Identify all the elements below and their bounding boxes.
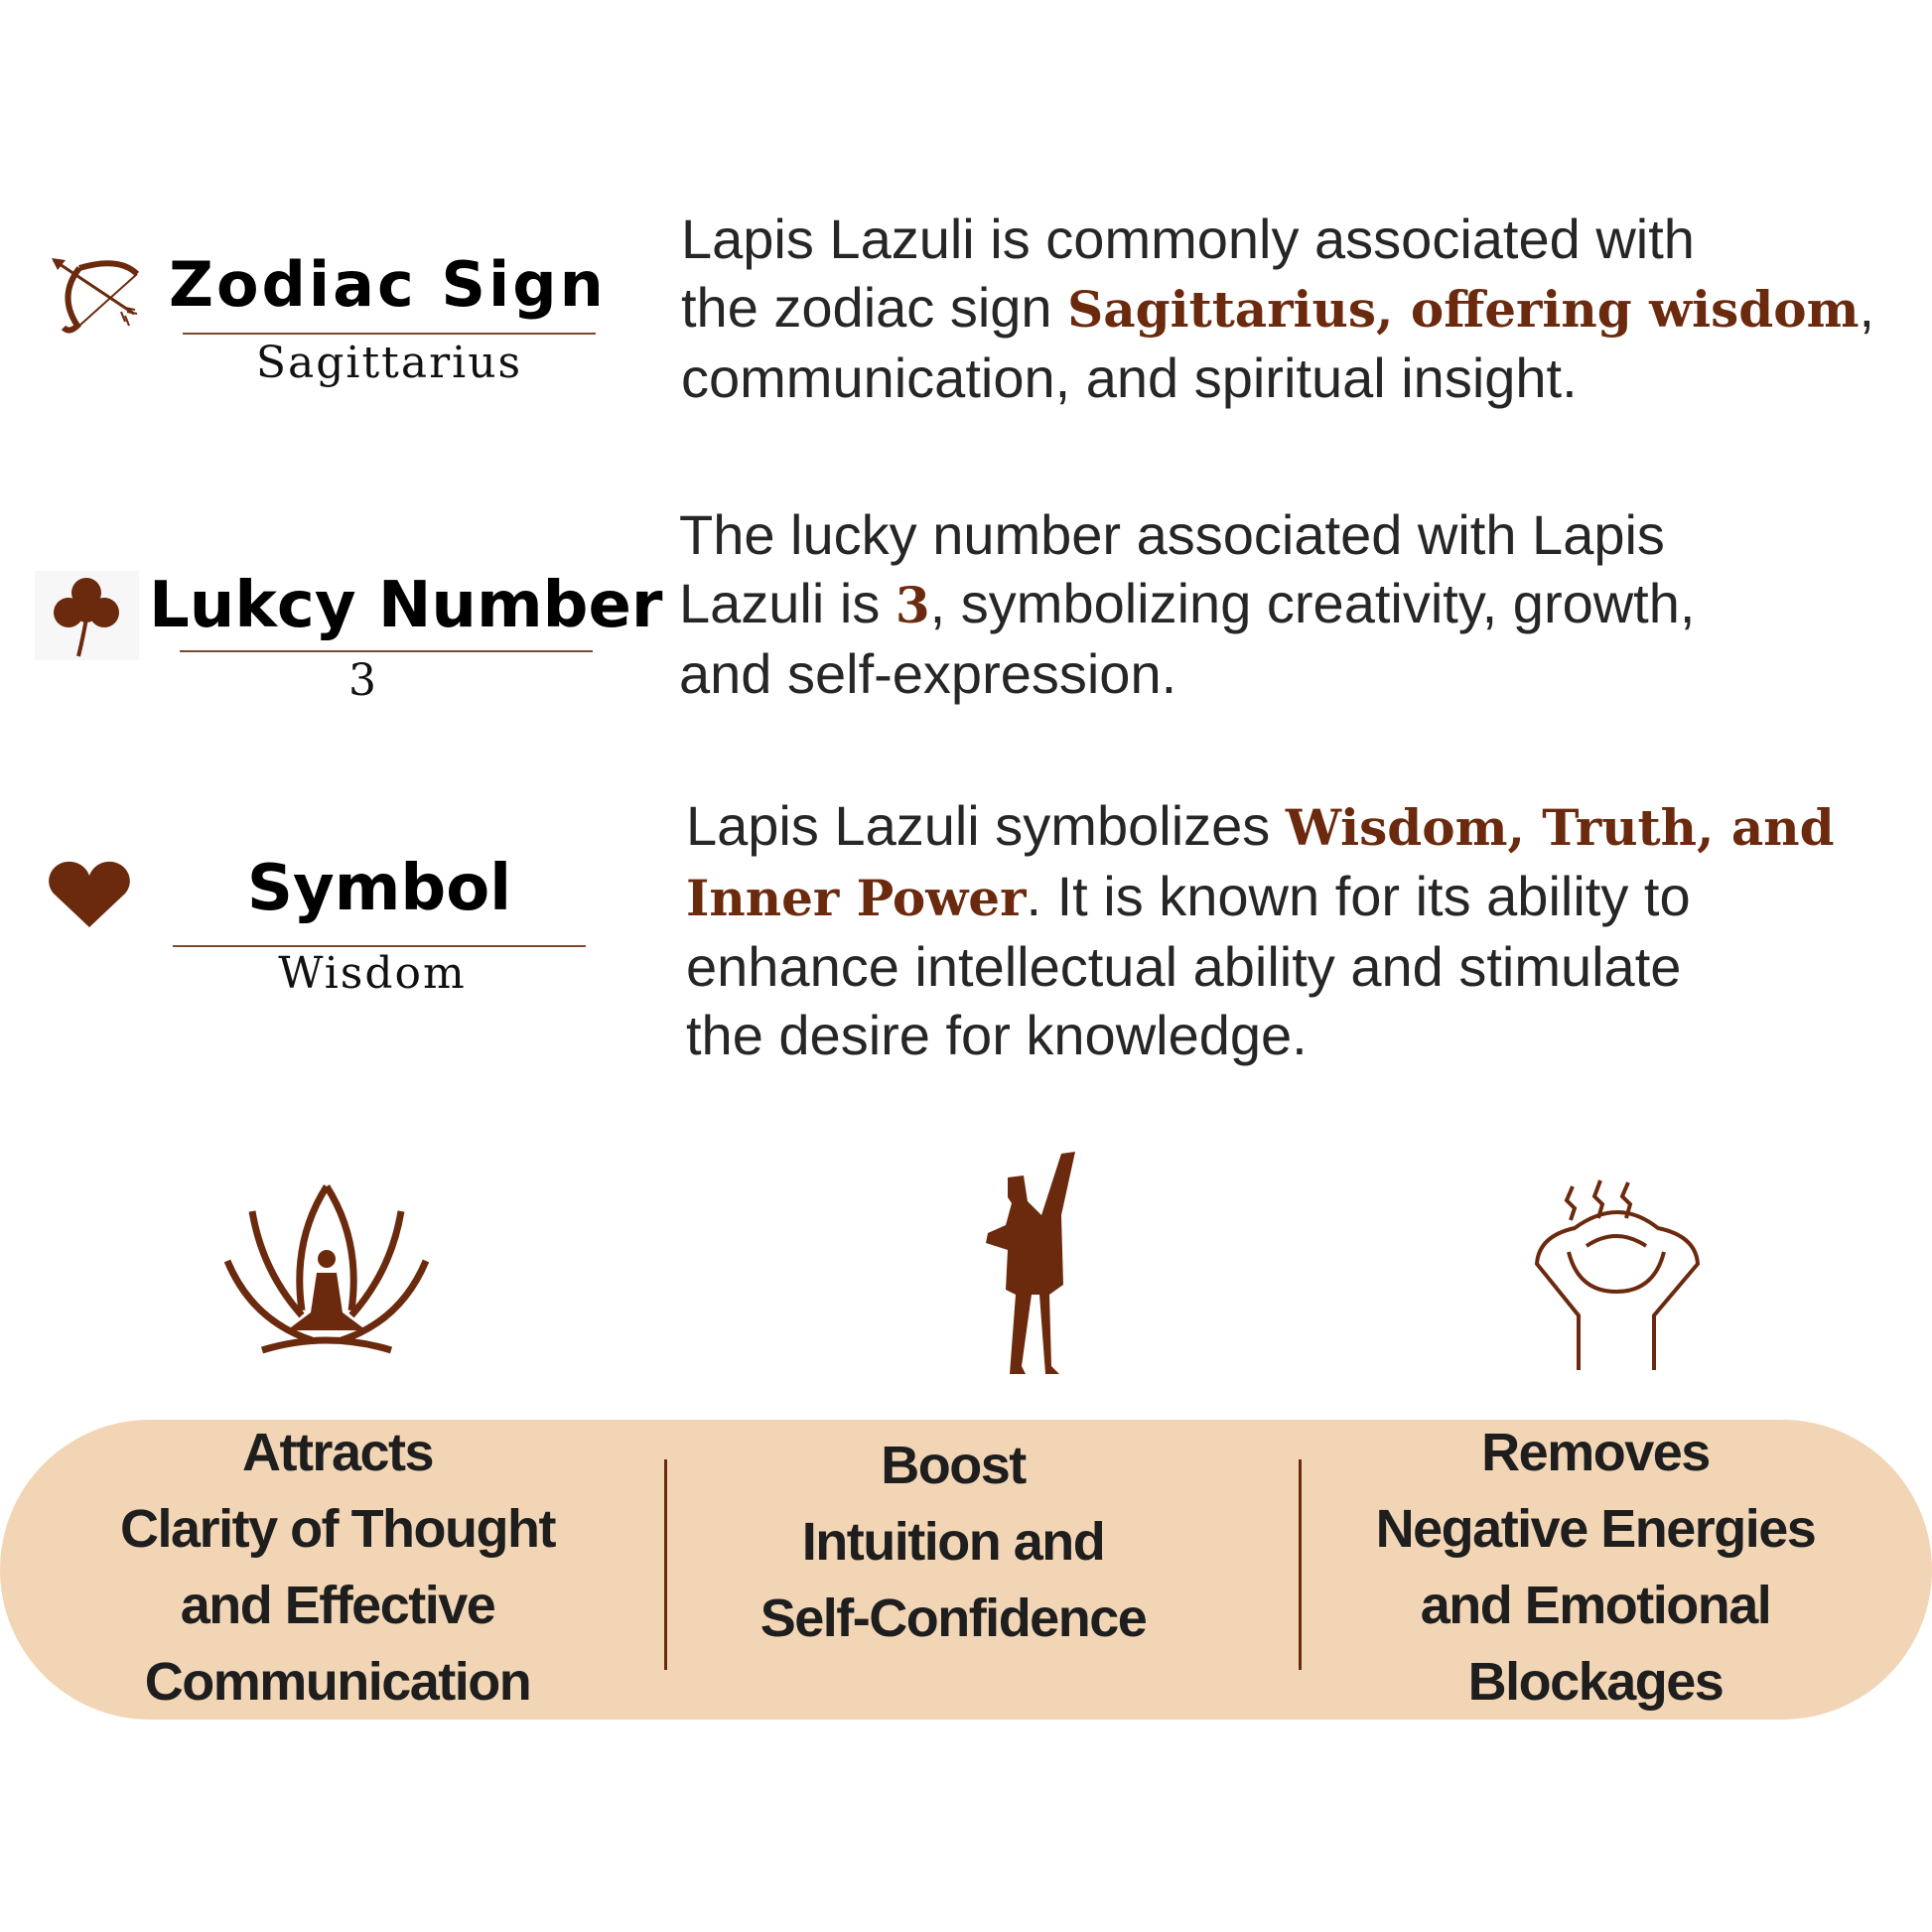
description-text: and self-expression. bbox=[679, 642, 1177, 705]
highlight-text: Wisdom, Truth, and bbox=[1285, 798, 1835, 857]
divider-line bbox=[173, 945, 586, 947]
benefit-clarity: Attracts Clarity of Thought and Effectiv… bbox=[20, 1415, 655, 1721]
benefit-line: and Emotional bbox=[1420, 1576, 1772, 1635]
highlight-text: 3 bbox=[895, 576, 930, 634]
benefit-line: Negative Energies bbox=[1375, 1499, 1817, 1559]
description-line: Inner Power. It is known for its ability… bbox=[686, 862, 1835, 932]
shamrock-icon bbox=[35, 571, 139, 660]
heart-icon bbox=[48, 860, 132, 929]
description-text: the desire for knowledge. bbox=[686, 1004, 1308, 1066]
description-text: , bbox=[1859, 276, 1875, 339]
description-text: Lazuli is bbox=[679, 572, 896, 634]
column-divider bbox=[664, 1459, 667, 1670]
highlight-text: Inner Power bbox=[686, 869, 1027, 927]
description-line: the desire for knowledge. bbox=[686, 1001, 1835, 1069]
lucky-number-title: Lukcy Number bbox=[149, 569, 663, 642]
column-divider bbox=[1299, 1459, 1302, 1670]
benefit-line: Self-Confidence bbox=[759, 1588, 1148, 1648]
stress-relief-head-icon bbox=[1529, 1176, 1708, 1370]
symbol-description: Lapis Lazuli symbolizes Wisdom, Truth, a… bbox=[686, 791, 1835, 1069]
description-line: Lapis Lazuli symbolizes Wisdom, Truth, a… bbox=[686, 791, 1835, 862]
highlight-text: Sagittarius, offering wisdom bbox=[1067, 280, 1860, 339]
benefit-line: Blockages bbox=[1467, 1652, 1725, 1712]
meditation-lotus-icon bbox=[222, 1181, 431, 1370]
description-line: Lazuli is 3, symbolizing creativity, gro… bbox=[679, 569, 1695, 639]
description-text: . It is known for its ability to bbox=[1026, 865, 1691, 927]
description-line: enhance intellectual ability and stimula… bbox=[686, 932, 1835, 1001]
bow-arrow-icon bbox=[50, 256, 144, 336]
symbol-value: Wisdom bbox=[278, 948, 467, 999]
zodiac-description: Lapis Lazuli is commonly associated with… bbox=[681, 205, 1874, 412]
benefit-line: Attracts bbox=[241, 1423, 435, 1482]
benefit-line: Intuition and bbox=[801, 1512, 1106, 1572]
symbol-title: Symbol bbox=[246, 852, 512, 925]
description-text: Lapis Lazuli is commonly associated with bbox=[681, 207, 1695, 270]
benefit-line: Removes bbox=[1481, 1423, 1711, 1482]
divider-line bbox=[180, 650, 593, 652]
zodiac-sign-value: Sagittarius bbox=[255, 338, 523, 388]
description-line: communication, and spiritual insight. bbox=[681, 344, 1874, 412]
description-text: the zodiac sign bbox=[681, 276, 1068, 339]
description-text: Lapis Lazuli symbolizes bbox=[686, 794, 1286, 857]
description-text: The lucky number associated with Lapis bbox=[679, 503, 1665, 566]
divider-line bbox=[183, 333, 596, 335]
description-line: The lucky number associated with Lapis bbox=[679, 500, 1695, 569]
description-line: the zodiac sign Sagittarius, offering wi… bbox=[681, 273, 1874, 344]
benefit-line: Clarity of Thought bbox=[120, 1499, 556, 1559]
lucky-number-value: 3 bbox=[348, 655, 378, 706]
benefit-line: Communication bbox=[144, 1652, 532, 1712]
benefit-removes-negative: Removes Negative Energies and Emotional … bbox=[1278, 1415, 1913, 1721]
description-text: enhance intellectual ability and stimula… bbox=[686, 935, 1682, 998]
description-text: , symbolizing creativity, growth, bbox=[929, 572, 1696, 634]
description-line: and self-expression. bbox=[679, 639, 1695, 708]
benefit-confidence: Boost Intuition and Self-Confidence bbox=[635, 1428, 1271, 1657]
zodiac-sign-title: Zodiac Sign bbox=[169, 248, 607, 321]
benefit-line: Boost bbox=[881, 1436, 1027, 1495]
benefit-line: and Effective bbox=[180, 1576, 496, 1635]
benefits-banner bbox=[0, 1420, 1932, 1720]
description-text: communication, and spiritual insight. bbox=[681, 346, 1578, 409]
description-line: Lapis Lazuli is commonly associated with bbox=[681, 205, 1874, 273]
raised-fist-person-icon bbox=[978, 1146, 1077, 1376]
